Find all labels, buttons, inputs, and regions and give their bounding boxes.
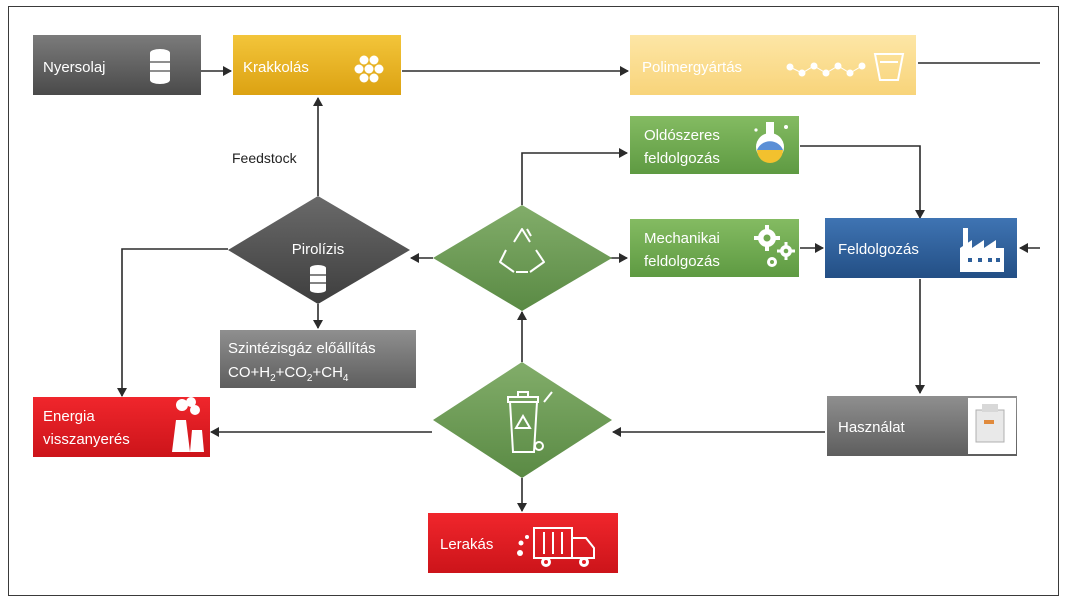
svg-text:Nyersolaj: Nyersolaj [43,59,106,76]
package-icon [968,398,1016,454]
svg-text:Oldószeres: Oldószeres [644,127,720,144]
node-syngas: Szintézisgáz előállítás CO+H2+CO2+CH4 [220,330,416,388]
node-cracking: Krakkolás [233,35,401,95]
barrel-icon [310,265,326,293]
edge-pyrolysis-to-energy [117,248,228,397]
node-pyrolysis: Pirolízis [228,196,410,304]
node-landfill: Lerakás [428,513,618,573]
svg-text:Használat: Használat [838,419,906,436]
barrel-icon [150,49,170,84]
svg-text:Lerakás: Lerakás [440,536,493,553]
gears-icon [754,225,795,267]
node-polymer-production: Polimergyártás [630,35,916,95]
svg-text:Szintézisgáz előállítás: Szintézisgáz előállítás [228,340,376,357]
connectors [117,62,1040,512]
molecule-icon [354,55,384,83]
flask-icon [754,122,788,163]
node-mechanical-processing: Mechanikai feldolgozás [630,219,799,277]
node-solvent-processing: Oldószeres feldolgozás [630,116,799,174]
svg-text:Energia: Energia [43,408,95,425]
svg-text:feldolgozás: feldolgozás [644,150,720,167]
svg-text:Pirolízis: Pirolízis [292,241,345,258]
svg-text:visszanyerés: visszanyerés [43,431,130,448]
node-energy-recovery: Energia visszanyerés [33,397,210,457]
factory-icon [960,228,1004,272]
truck-icon [517,527,595,567]
svg-text:Feldolgozás: Feldolgozás [838,241,919,258]
feedstock-label: Feedstock [232,150,298,166]
svg-text:Mechanikai: Mechanikai [644,230,720,247]
edge-solvent-to-processing [800,145,925,219]
polymer-chain-icon [786,62,866,77]
svg-text:Krakkolás: Krakkolás [243,59,309,76]
svg-text:feldolgozás: feldolgozás [644,253,720,270]
svg-text:Polimergyártás: Polimergyártás [642,59,742,76]
recycle-icon [499,228,545,273]
node-usage: Használat [827,396,1017,456]
power-plant-icon [172,397,204,452]
edge-recycle-to-solvent [521,148,628,205]
recycle-bin-icon [507,391,553,453]
package-icon [873,53,905,81]
syngas-formula: CO+H2+CO2+CH4 [228,364,349,384]
node-processing: Feldolgozás [825,218,1017,278]
node-crude-oil: Nyersolaj [33,35,201,95]
node-collection [433,362,612,478]
node-recycle [433,205,612,311]
